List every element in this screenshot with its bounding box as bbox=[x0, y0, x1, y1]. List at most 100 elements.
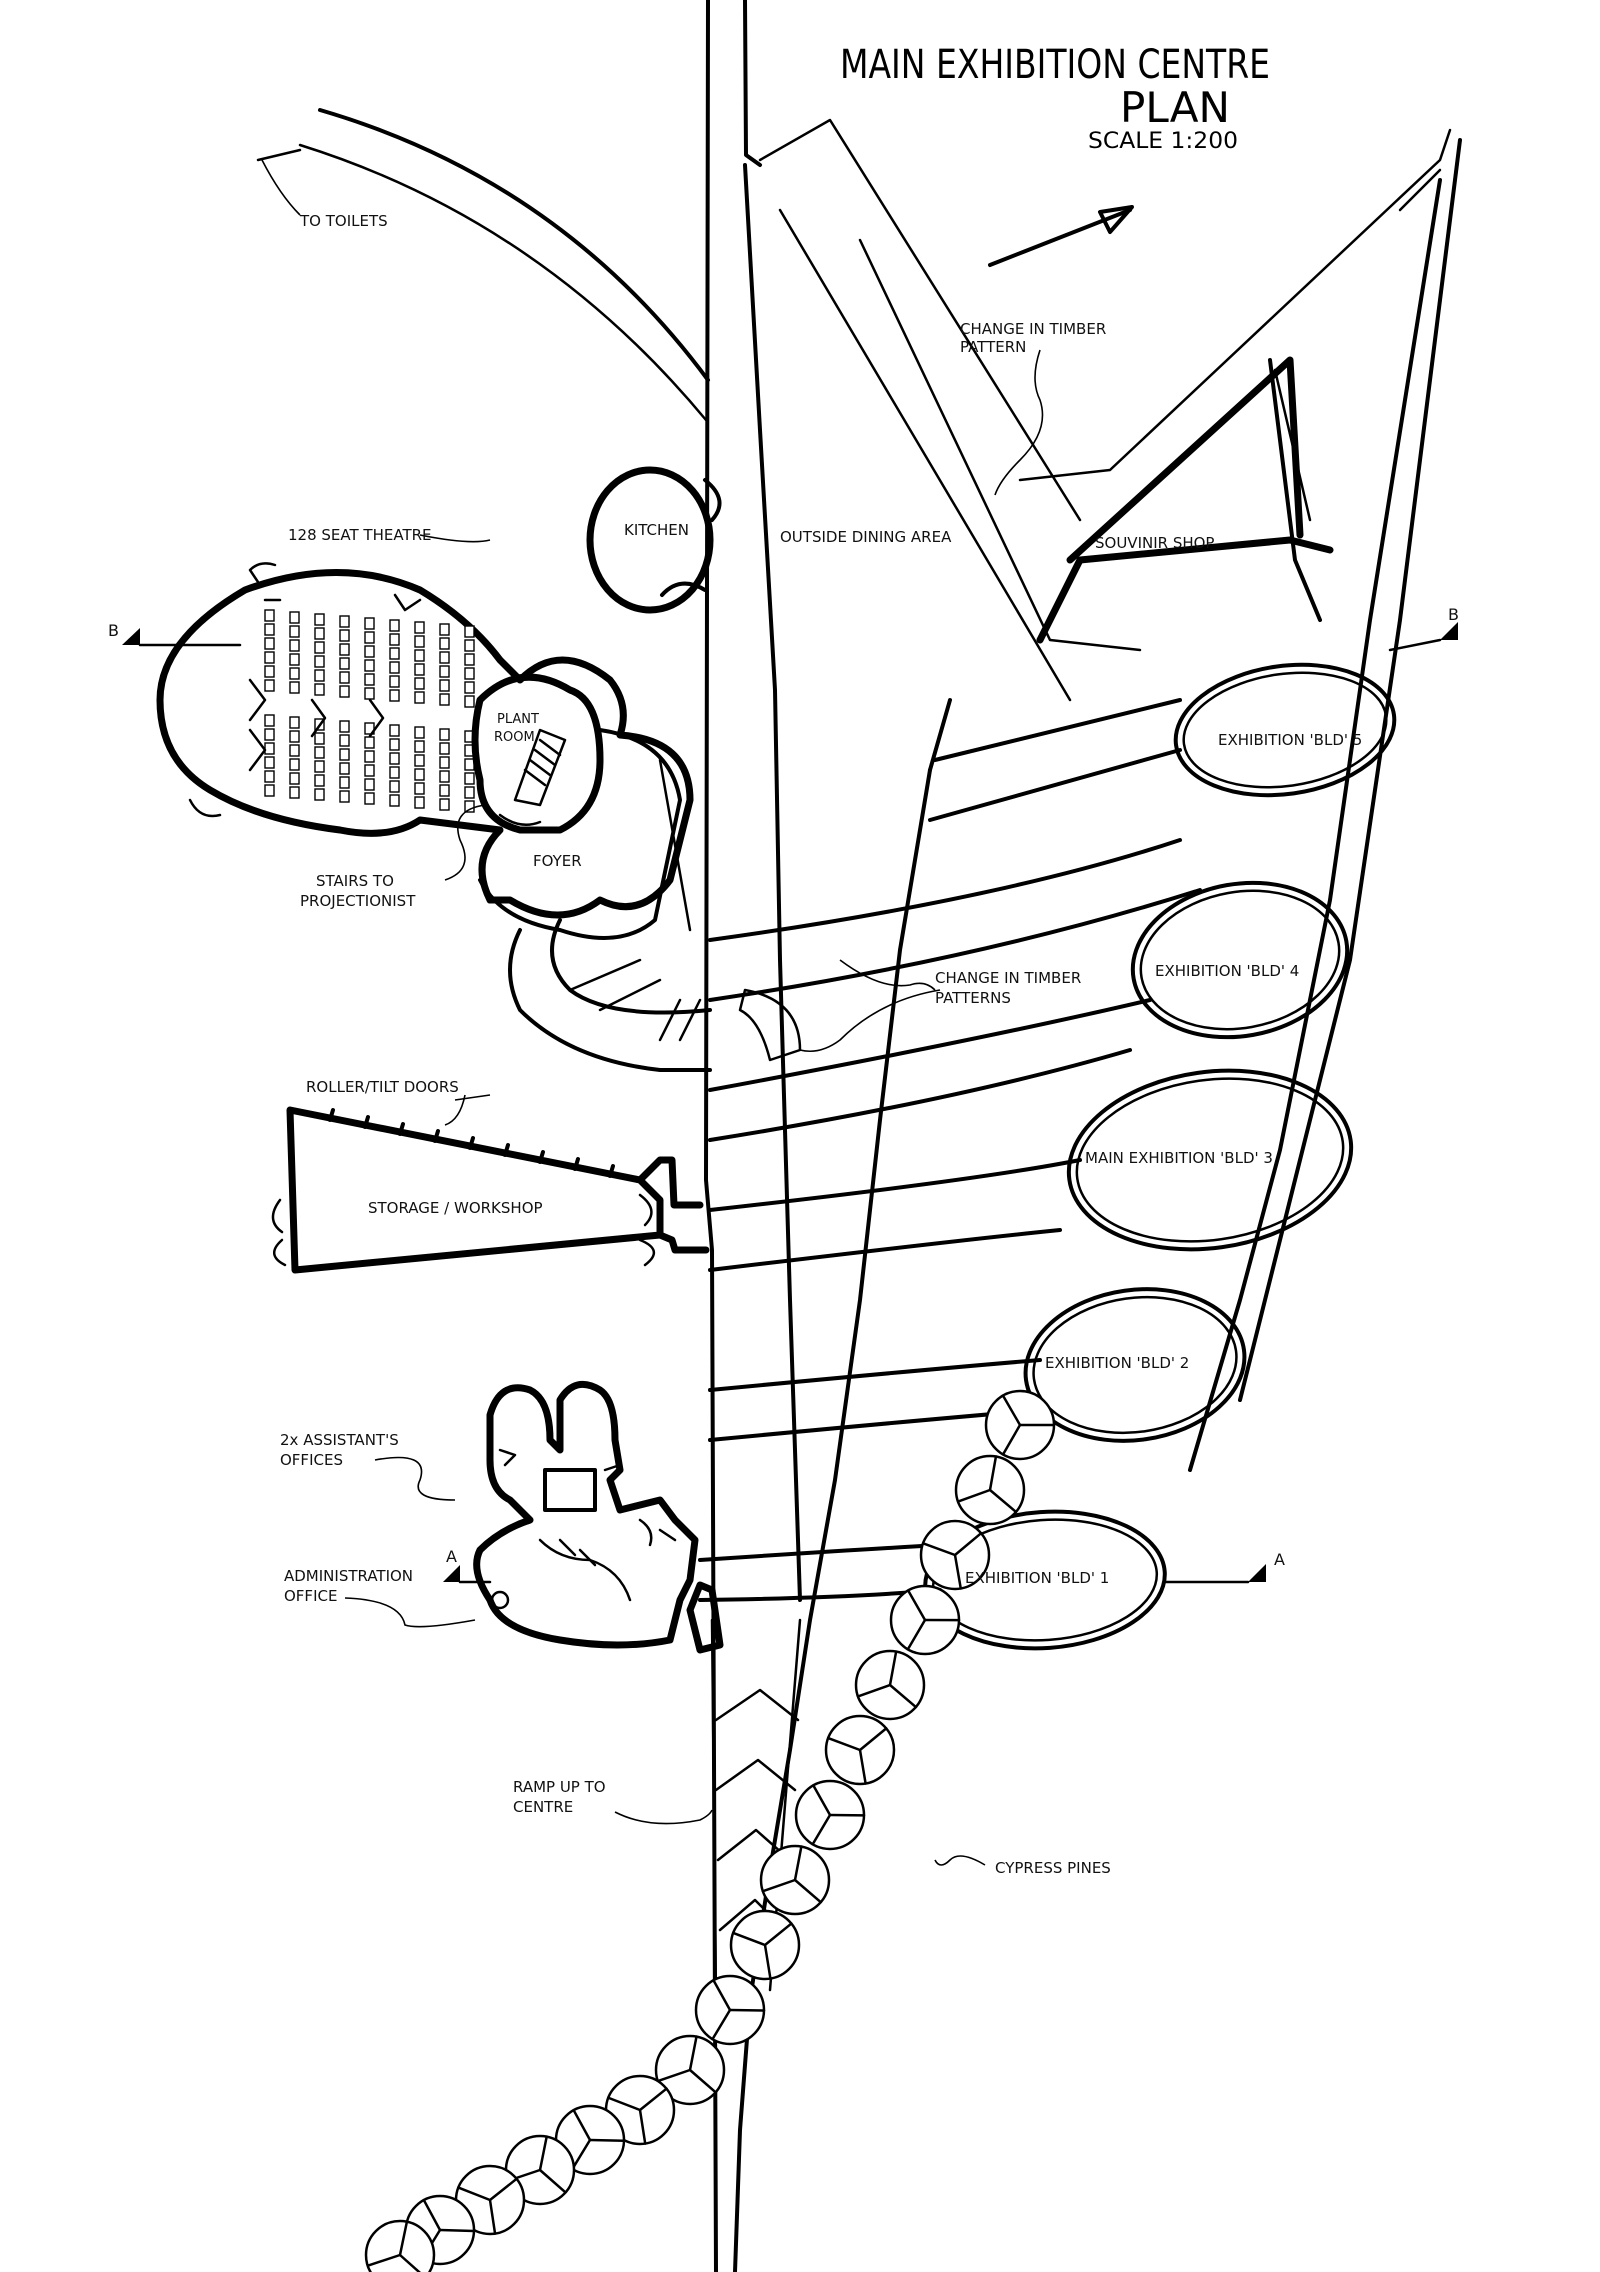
theatre-seat bbox=[289, 758, 300, 771]
theatre-seat bbox=[339, 615, 350, 628]
theatre-seat bbox=[339, 734, 350, 747]
theatre-seat bbox=[439, 623, 450, 636]
section-a-right-label: A bbox=[1274, 1550, 1285, 1569]
theatre-seat bbox=[414, 754, 425, 767]
theatre-seat bbox=[464, 667, 475, 680]
section-b-left-marker bbox=[122, 628, 140, 645]
theatre-seat bbox=[264, 679, 275, 692]
theatre-seat bbox=[414, 663, 425, 676]
theatre-seat bbox=[264, 756, 275, 769]
cypress-pine-icon bbox=[364, 2219, 436, 2272]
walkways bbox=[698, 698, 1202, 1602]
theatre-seat bbox=[264, 609, 275, 622]
theatre-seat bbox=[289, 730, 300, 743]
theatre-seat bbox=[389, 675, 400, 688]
cypress-pine-icon bbox=[984, 1389, 1056, 1461]
theatre-seat bbox=[289, 611, 300, 624]
cypress-pine-icon bbox=[889, 1584, 961, 1656]
section-b-left-label: B bbox=[108, 621, 119, 640]
theatre-seat bbox=[289, 681, 300, 694]
theatre-seat bbox=[289, 744, 300, 757]
theatre-seat bbox=[464, 695, 475, 708]
exhibition-3-outline bbox=[1066, 1068, 1354, 1252]
theatre-seat bbox=[289, 625, 300, 638]
theatre-seat bbox=[439, 637, 450, 650]
cypress-pine-icon bbox=[954, 1454, 1026, 1526]
cypress-pine-icon bbox=[919, 1519, 991, 1591]
theatre-seat bbox=[289, 653, 300, 666]
kitchen-building bbox=[586, 466, 722, 614]
theatre-seat bbox=[264, 665, 275, 678]
theatre-seat bbox=[289, 786, 300, 799]
theatre-seat bbox=[314, 774, 325, 787]
theatre-seat bbox=[289, 639, 300, 652]
admin-label-1: ADMINISTRATION bbox=[284, 1567, 413, 1585]
section-a-left-label: A bbox=[446, 1547, 457, 1566]
theatre-seat bbox=[439, 798, 450, 811]
section-b-right-label: B bbox=[1448, 605, 1459, 624]
theatre-seat bbox=[389, 647, 400, 660]
theatre-seat bbox=[364, 750, 375, 763]
theatre-seat bbox=[414, 768, 425, 781]
theatre-seat bbox=[314, 683, 325, 696]
theatre-seat bbox=[464, 653, 475, 666]
foyer-building bbox=[471, 673, 802, 1072]
section-a-left-marker bbox=[443, 1565, 460, 1582]
north-arrow-icon bbox=[988, 205, 1134, 267]
scale-label: SCALE 1:200 bbox=[1088, 129, 1238, 154]
to-toilets-label: TO TOILETS bbox=[299, 212, 388, 230]
theatre-seat bbox=[314, 746, 325, 759]
theatre-seat bbox=[364, 792, 375, 805]
plant-room-label-1: PLANT bbox=[497, 712, 539, 727]
theatre-seat bbox=[439, 665, 450, 678]
theatre-seat bbox=[314, 641, 325, 654]
theatre-seat bbox=[264, 651, 275, 664]
main-spine bbox=[256, 0, 1462, 2272]
theatre-building bbox=[156, 562, 694, 919]
theatre-seat bbox=[364, 645, 375, 658]
theatre-seat bbox=[314, 669, 325, 682]
cypress-pine-icon bbox=[824, 1714, 896, 1786]
theatre-seat bbox=[439, 756, 450, 769]
exhibition-5-label: EXHIBITION 'BLD' 5 bbox=[1218, 731, 1362, 749]
theatre-seat bbox=[314, 627, 325, 640]
exhibition-3-label: MAIN EXHIBITION 'BLD' 3 bbox=[1085, 1149, 1273, 1167]
stairs-label-2: PROJECTIONIST bbox=[300, 892, 416, 910]
cypress-pine-icon bbox=[694, 1974, 766, 2046]
title-block: MAIN EXHIBITION CENTRE PLAN SCALE 1:200 bbox=[840, 42, 1270, 154]
change-timber-top-label-1: CHANGE IN TIMBER bbox=[960, 320, 1106, 338]
theatre-seat bbox=[389, 780, 400, 793]
theatre-seat bbox=[389, 738, 400, 751]
assistants-label-2: OFFICES bbox=[280, 1451, 343, 1469]
theatre-seat bbox=[389, 633, 400, 646]
roller-doors-label: ROLLER/TILT DOORS bbox=[306, 1078, 459, 1096]
theatre-seat bbox=[364, 617, 375, 630]
foyer-label: FOYER bbox=[533, 852, 582, 870]
ramp-label-1: RAMP UP TO bbox=[513, 1778, 606, 1796]
theatre-seat bbox=[439, 742, 450, 755]
theatre-seat bbox=[264, 784, 275, 797]
theatre-seat bbox=[264, 637, 275, 650]
theatre-seat bbox=[414, 649, 425, 662]
change-timber-mid-label-1: CHANGE IN TIMBER bbox=[935, 969, 1081, 987]
theatre-seat bbox=[439, 728, 450, 741]
exhibition-1-label: EXHIBITION 'BLD' 1 bbox=[965, 1569, 1109, 1587]
cypress-pine-icon bbox=[729, 1909, 801, 1981]
theatre-seat bbox=[389, 689, 400, 702]
theatre-seat bbox=[364, 778, 375, 791]
ramp-label-2: CENTRE bbox=[513, 1798, 573, 1816]
theatre-seat bbox=[364, 764, 375, 777]
theatre-seat bbox=[389, 661, 400, 674]
theatre-seat bbox=[389, 766, 400, 779]
theatre-seat bbox=[414, 635, 425, 648]
outside-dining-label: OUTSIDE DINING AREA bbox=[780, 528, 952, 546]
admin-building bbox=[473, 1380, 724, 1654]
cypress-pine-icon bbox=[654, 2034, 726, 2106]
theatre-seat bbox=[364, 736, 375, 749]
theatre-seat bbox=[264, 742, 275, 755]
theatre-seat bbox=[364, 659, 375, 672]
theatre-label: 128 SEAT THEATRE bbox=[288, 526, 432, 544]
leader-lines bbox=[261, 159, 1044, 1866]
theatre-seat bbox=[264, 623, 275, 636]
